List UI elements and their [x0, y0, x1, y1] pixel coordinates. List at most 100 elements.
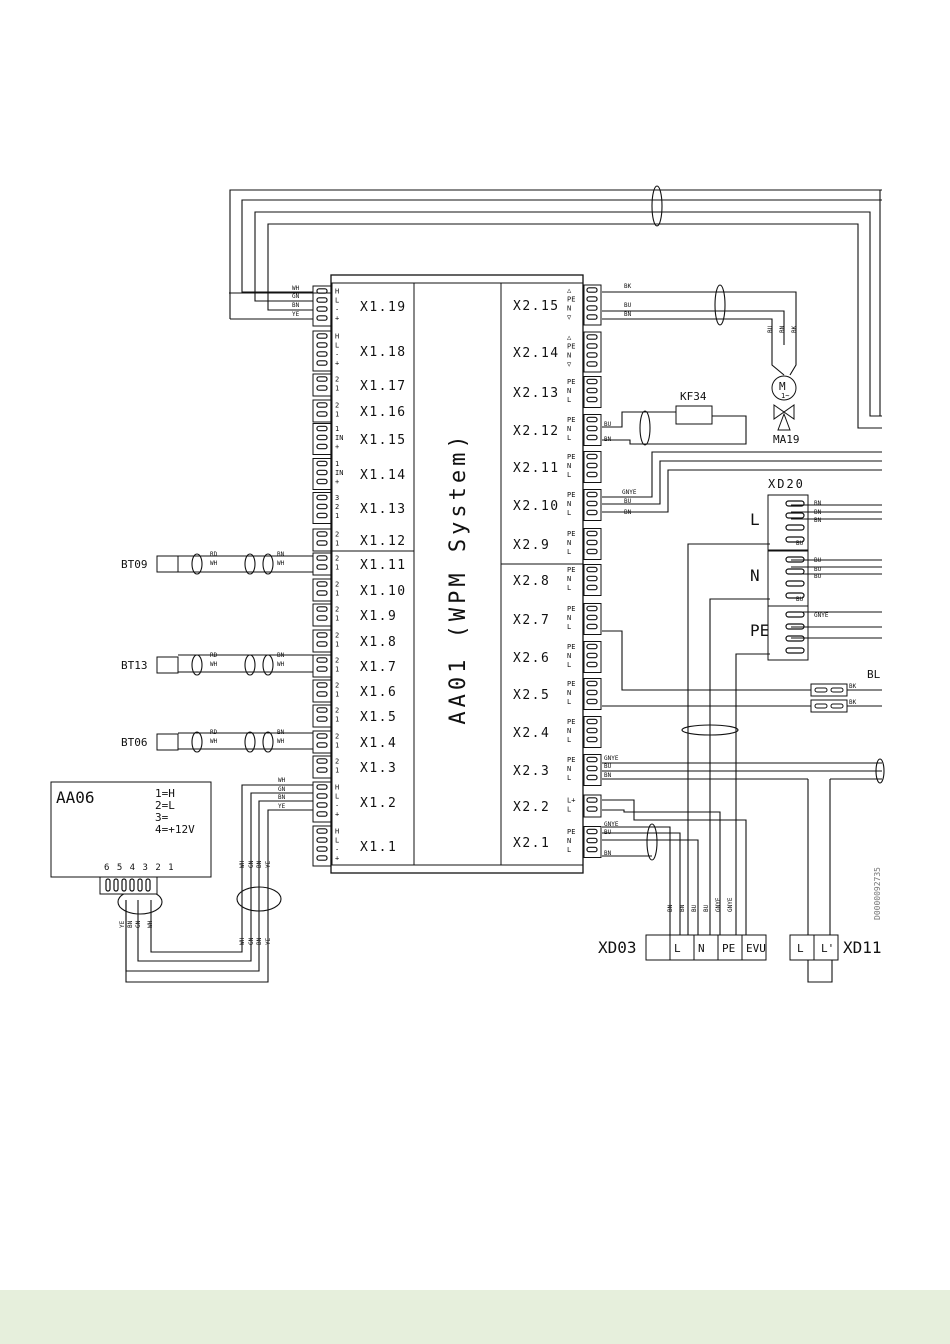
- wire-color-label: GNYE: [604, 821, 619, 828]
- pin-label: +: [335, 855, 339, 863]
- wire-color-label: GNYE: [715, 897, 722, 912]
- terminal-label: X1.14: [360, 468, 407, 483]
- aa06-title: AA06: [56, 788, 95, 807]
- terminal-label: X2.6: [513, 651, 550, 666]
- xd03-title: XD03: [598, 938, 637, 957]
- document-code: D0000092735: [873, 867, 882, 920]
- pin-label: PE: [567, 416, 575, 424]
- wire-color-label: BN: [624, 311, 632, 318]
- pin-label: L: [567, 584, 571, 592]
- pin-label: +: [335, 478, 339, 486]
- wire-color-label: GNYE: [604, 755, 619, 762]
- wire-color-label: YE: [292, 311, 300, 318]
- pin-label: H: [335, 288, 339, 296]
- pin-label: N: [567, 387, 571, 395]
- wire-color-label: BN: [127, 920, 134, 928]
- sensor-bt13: BT13: [121, 656, 179, 674]
- terminal-label: X2.5: [513, 688, 550, 703]
- xd03-cell-label: L: [674, 942, 681, 955]
- wire-color-label: BN: [604, 850, 612, 857]
- wire-color-label: BK: [849, 699, 857, 706]
- wire-color-label: BU: [814, 557, 822, 564]
- wire-color-label: GNYE: [814, 612, 829, 619]
- pin-label: +: [335, 315, 339, 323]
- pin-label: N: [567, 689, 571, 697]
- xd20-title: XD20: [768, 477, 805, 491]
- footer-band: [0, 1290, 950, 1344]
- xd03-cell-label: PE: [722, 942, 735, 955]
- relay-label: KF34: [680, 390, 707, 403]
- terminal-X2-15: △PEN▽X2.15: [513, 284, 602, 326]
- pin-label: 2: [335, 707, 339, 715]
- pin-label: N: [567, 425, 571, 433]
- terminal-label: X1.16: [360, 405, 407, 420]
- pin-label: 1: [335, 742, 339, 750]
- pin-label: L: [567, 623, 571, 631]
- wire-color-label: BN: [277, 551, 285, 558]
- pin-label: PE: [567, 605, 575, 613]
- pin-label: 1: [335, 425, 339, 433]
- wire-color-label: GN: [292, 293, 300, 300]
- wire-color-label: BU: [703, 904, 710, 912]
- wire-color-label: BN: [624, 509, 632, 516]
- terminal-label: X2.7: [513, 613, 550, 628]
- pin-label: IN: [335, 469, 343, 477]
- wire-color-label: BN: [814, 500, 822, 507]
- terminal-X1-15: 1IN+X1.15: [312, 423, 405, 455]
- pin-label: 2: [335, 581, 339, 589]
- wire-color-label: WH: [239, 937, 246, 945]
- wire-color-label: GN: [248, 860, 255, 868]
- pin-label: 2: [335, 376, 339, 384]
- wire-color-label: BU: [814, 566, 822, 573]
- motor-label: MA19: [773, 433, 800, 446]
- pin-label: N: [567, 652, 571, 660]
- sensor-label: BT06: [121, 736, 148, 749]
- terminal-label: X2.11: [513, 461, 560, 476]
- pin-label: △: [567, 287, 572, 295]
- pin-label: PE: [567, 378, 575, 386]
- wire-color-label: YE: [265, 937, 272, 945]
- xd03-cell-label: N: [698, 942, 705, 955]
- wire-color-label: WH: [210, 738, 218, 745]
- wire-color-label: GNYE: [727, 897, 734, 912]
- terminal-label: X2.10: [513, 499, 560, 514]
- wire-color-label: RD: [210, 729, 218, 736]
- pin-label: 2: [335, 758, 339, 766]
- wire-color-label: BU: [604, 763, 612, 770]
- wire-color-label: WH: [210, 661, 218, 668]
- wire-color-label: BU: [624, 302, 632, 309]
- pin-label: L: [567, 774, 571, 782]
- terminal-label: X1.11: [360, 558, 407, 573]
- pin-label: N: [567, 305, 571, 313]
- terminal-X2-2: L+LX2.2: [513, 794, 602, 818]
- pin-label: N: [567, 837, 571, 845]
- pin-label: L: [567, 434, 571, 442]
- pin-label: -: [335, 846, 339, 854]
- pin-label: N: [567, 539, 571, 547]
- terminal-label: X1.12: [360, 534, 407, 549]
- xd20-group-label: L: [750, 510, 760, 529]
- terminal-X1-18: HL-+X1.18: [312, 330, 405, 372]
- terminal-label: X1.6: [360, 685, 397, 700]
- xd20-group-label: N: [750, 566, 760, 585]
- wire-color-label: WH: [210, 560, 218, 567]
- pin-label: +: [335, 811, 339, 819]
